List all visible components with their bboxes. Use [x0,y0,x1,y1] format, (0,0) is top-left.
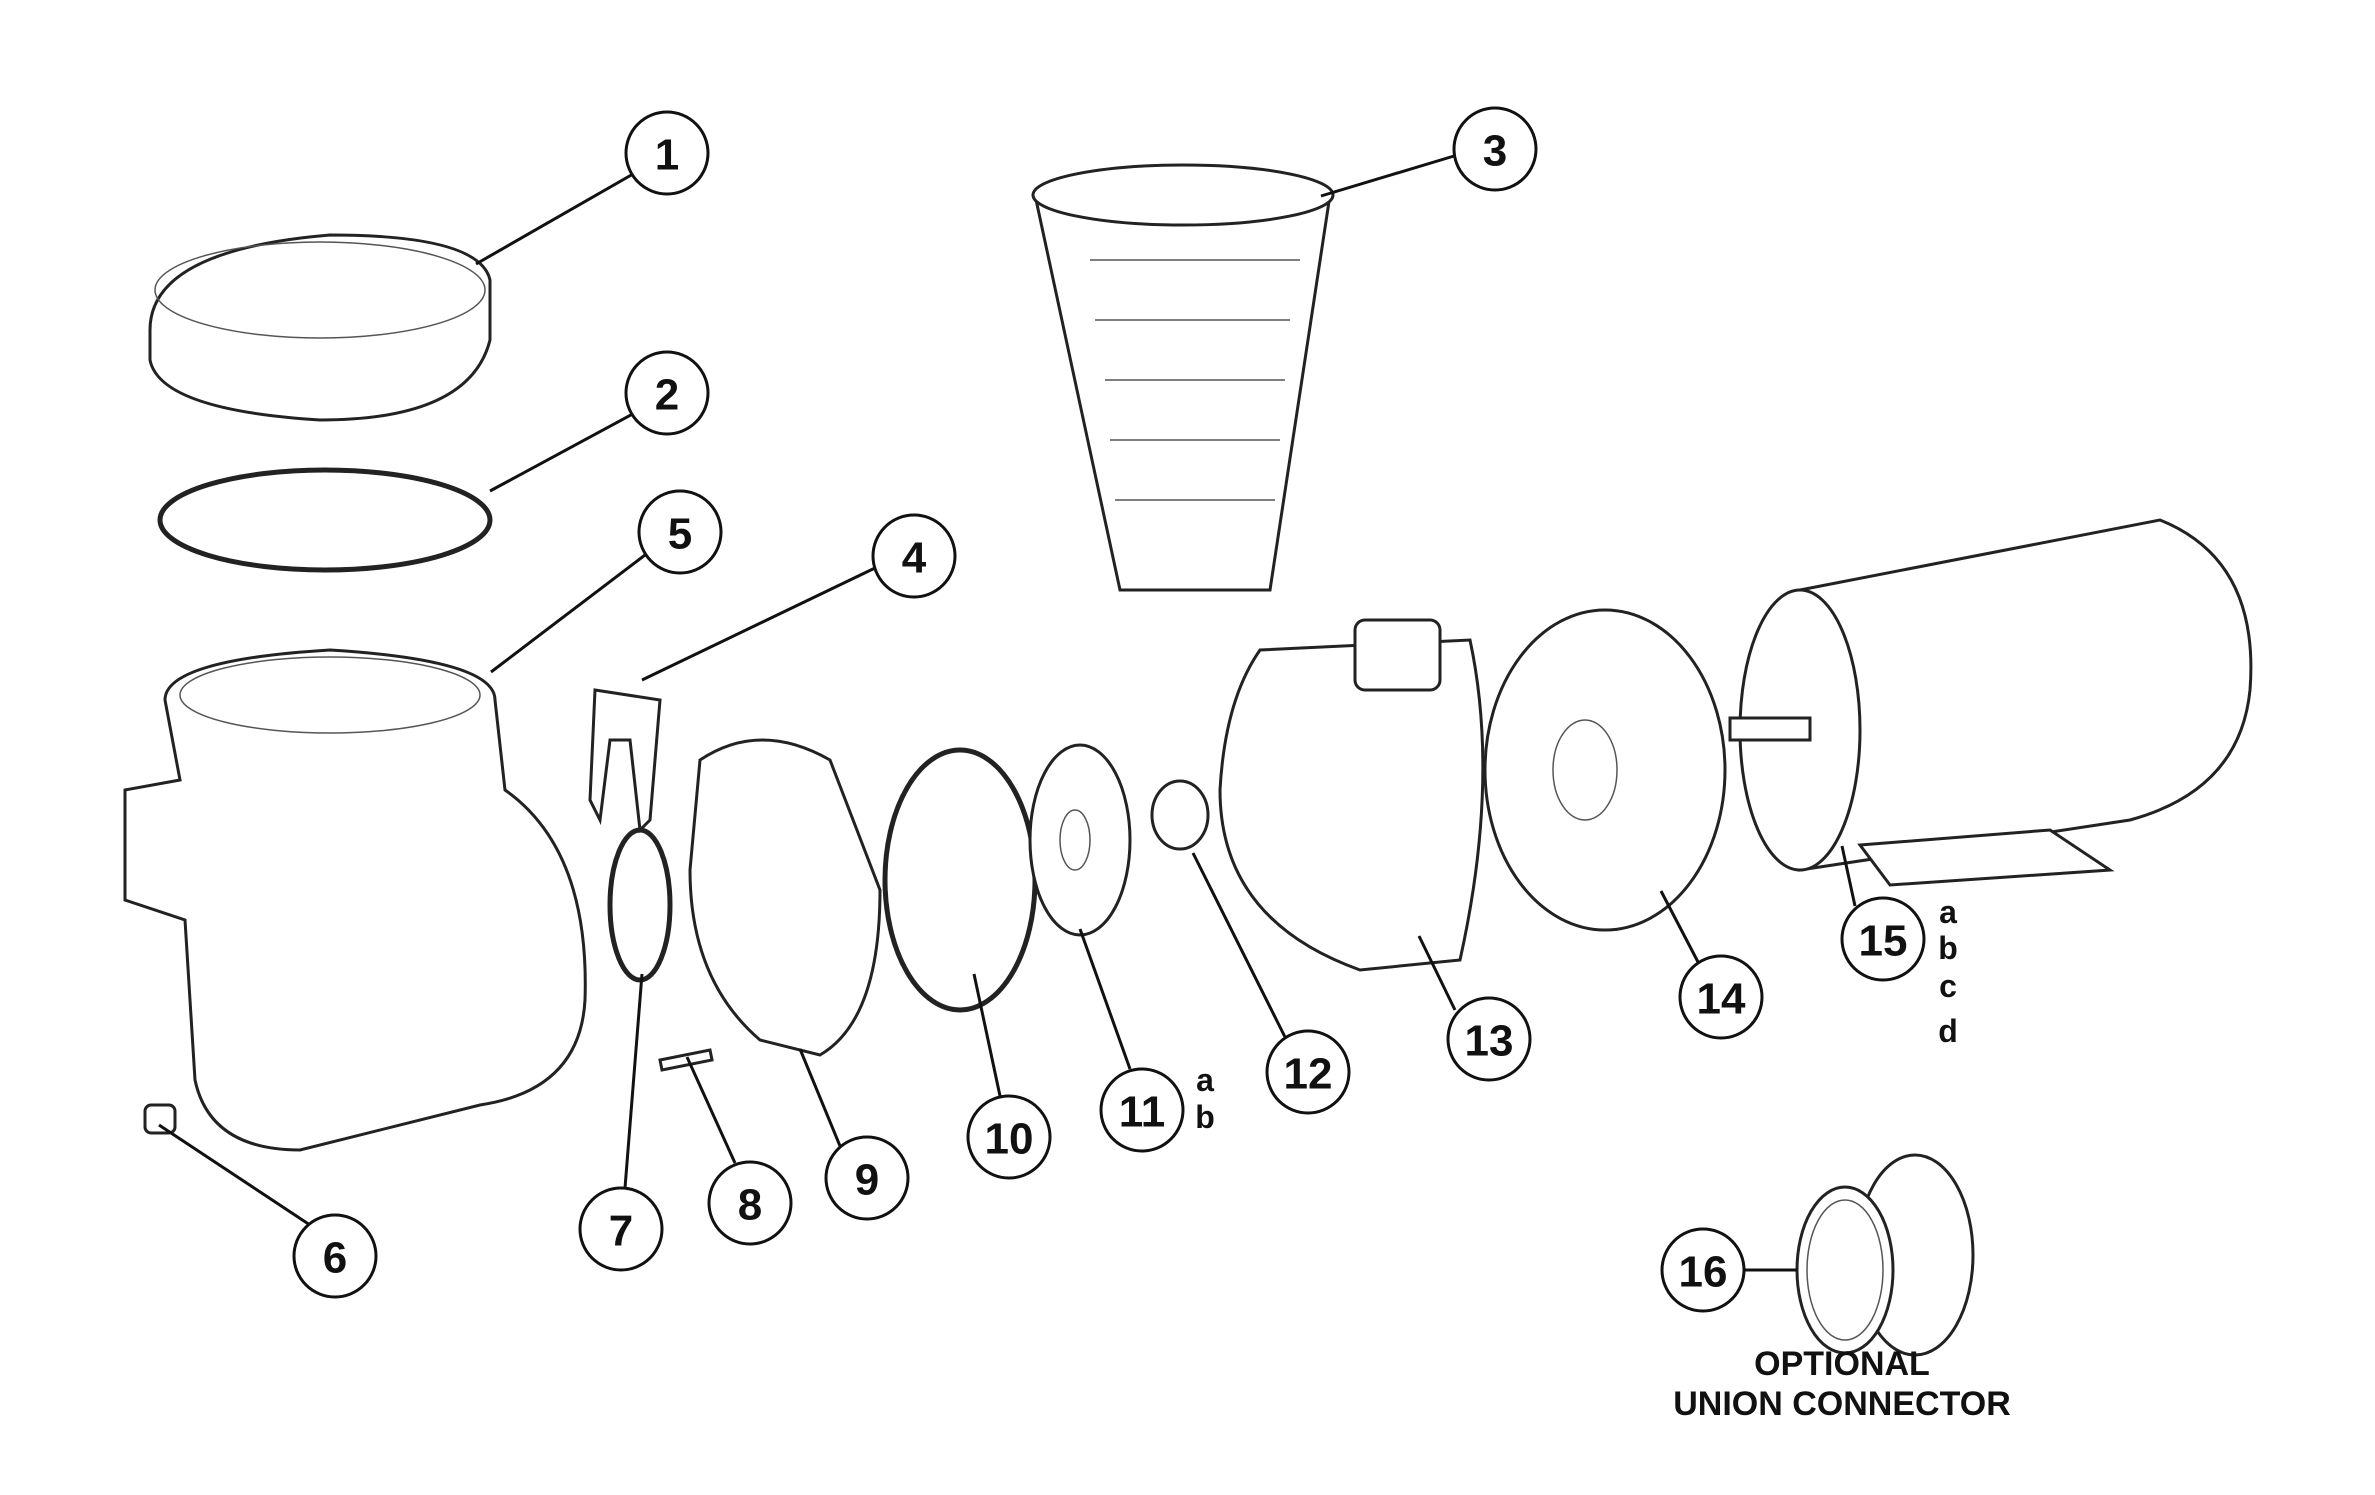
part-impeller [1028,743,1132,937]
callout-number: 6 [323,1234,347,1283]
callout-variant-d: d [1938,1013,1958,1049]
callout-16: 16 [1660,1227,1746,1313]
leader-lines [158,154,1857,1272]
callout-number: 4 [902,534,927,583]
callout-variant-b: b [1195,1099,1215,1135]
callout-circle [824,1135,910,1221]
callout-variant-c: c [1939,968,1957,1004]
part-diffuser-oring [607,827,673,983]
callout-number: 13 [1465,1017,1514,1066]
part-strainer-basket [1031,163,1335,592]
callout-number: 8 [738,1181,762,1230]
callout-circle [1678,954,1764,1040]
callout-circle [1840,896,1926,982]
callout-number: 2 [655,371,679,420]
caption-optional: OPTIONAL [1754,1345,1930,1383]
part-shaft-seal [1150,779,1210,851]
callout-1: 1 [624,110,710,196]
callout-7: 7 [578,1186,664,1272]
callout-14: 14 [1678,954,1764,1040]
callout-10: 10 [966,1094,1052,1180]
callout-number: 5 [668,510,692,559]
callout-number: 16 [1679,1248,1728,1297]
part-pump-housing [123,648,587,1152]
callout-number: 9 [855,1156,879,1205]
callout-circle [292,1213,378,1299]
callout-circle [707,1160,793,1246]
part-gasket [882,747,1038,1013]
callout-circle [871,513,957,599]
callout-circle [624,110,710,196]
callout-circle [1446,996,1532,1082]
callout-variant-b: b [1938,930,1958,966]
callout-12: 12 [1265,1029,1351,1115]
callout-2: 2 [624,350,710,436]
callout-variant-a: a [1196,1062,1214,1098]
parts-illustration [123,163,2253,1357]
callout-number: 10 [985,1115,1034,1164]
callout-circle [1660,1227,1746,1313]
callout-9: 9 [824,1135,910,1221]
callout-number: 3 [1483,127,1507,176]
callout-circle [1265,1029,1351,1115]
callout-13: 13 [1446,996,1532,1082]
callout-circle [1452,106,1538,192]
callout-4: 4 [871,513,957,599]
caption-union-connector: UNION CONNECTOR [1673,1385,2011,1423]
part-lid [148,233,492,422]
callout-circle [578,1186,664,1272]
callout-number: 7 [609,1207,633,1256]
callout-number: 15 [1859,917,1908,966]
part-lid-oring [157,467,493,573]
callout-number: 11 [1119,1088,1166,1137]
callout-number: 12 [1284,1050,1333,1099]
part-drain-plug [143,1103,177,1135]
callout-circle [624,350,710,436]
callout-number: 1 [655,131,679,180]
part-volute [1218,618,1485,972]
part-clip [588,688,662,834]
callout-circle [966,1094,1052,1180]
callout-8: 8 [707,1160,793,1246]
callout-number: 14 [1697,975,1746,1024]
callout-circle [1099,1067,1185,1153]
callout-variant-a: a [1939,894,1957,930]
part-motor-adapter [1483,608,1727,932]
callout-11: 11 ab [1099,1062,1215,1153]
part-seal-plate [688,738,882,1057]
part-union-connector [1795,1153,1975,1357]
callout-6: 6 [292,1213,378,1299]
callout-3: 3 [1452,106,1538,192]
callout-5: 5 [637,489,723,575]
callout-circle [637,489,723,575]
part-motor [1728,518,2253,887]
part-screw [658,1048,714,1072]
